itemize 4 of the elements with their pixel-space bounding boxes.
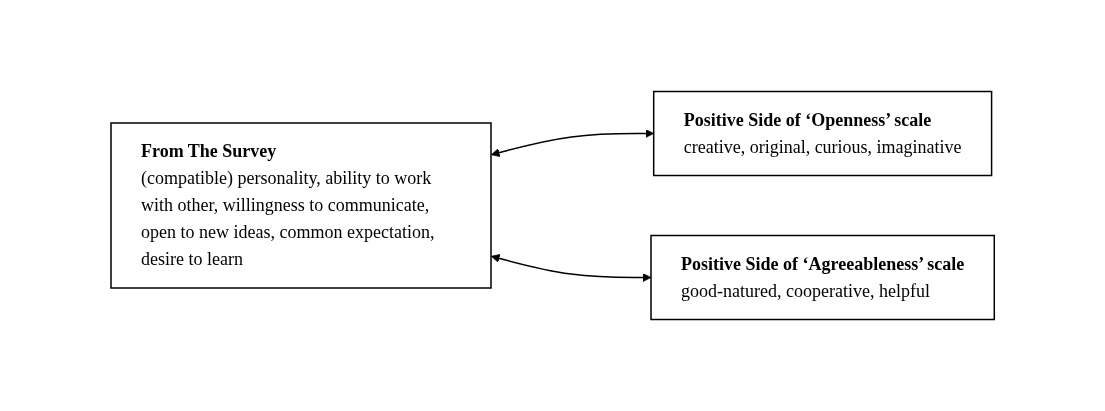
node-box: Positive Side of ‘Openness’ scale creative, original, curious, imaginative <box>652 90 993 177</box>
arrow <box>490 129 654 157</box>
node-box: Positive Side of ‘Agreeableness’ scale good-natured, cooperative, helpful <box>650 234 995 321</box>
node-box: From The Survey (compatible) personality, ability to work with other, willingness to communicate, open to new ideas, common expectation, desire to learn <box>110 122 492 289</box>
